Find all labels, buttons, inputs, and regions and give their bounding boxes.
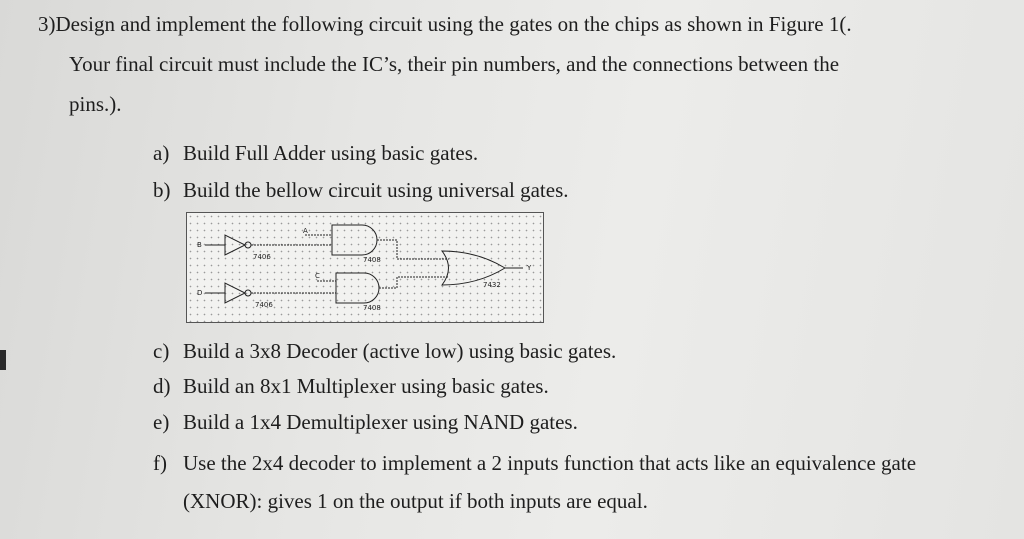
item-e-text: Build a 1x4 Demultiplexer using NAND gat… bbox=[183, 410, 578, 434]
item-b-text: Build the bellow circuit using universal… bbox=[183, 178, 569, 202]
item-b: b) Build the bellow circuit using univers… bbox=[153, 180, 569, 201]
item-c-letter: c) bbox=[153, 339, 170, 363]
item-f-continued: (XNOR): gives 1 on the output if both in… bbox=[183, 491, 648, 512]
item-f-text-2: (XNOR): gives 1 on the output if both in… bbox=[183, 489, 648, 513]
and-gate-top bbox=[331, 224, 378, 256]
item-e: e) Build a 1x4 Demultiplexer using NAND g… bbox=[153, 412, 578, 433]
item-a-text: Build Full Adder using basic gates. bbox=[183, 141, 479, 165]
item-b-letter: b) bbox=[153, 178, 171, 202]
question-line-2: Your final circuit must include the IC’s… bbox=[69, 54, 839, 75]
output-y-label: Y bbox=[526, 264, 532, 272]
input-b-label: B bbox=[197, 241, 202, 249]
chip-and-top-label: 7408 bbox=[363, 256, 381, 264]
chip-and-bottom-label: 7408 bbox=[363, 304, 381, 312]
chip-or-label: 7432 bbox=[483, 281, 501, 289]
not-gate-bottom bbox=[224, 282, 247, 304]
wire-and-top-out bbox=[377, 239, 449, 260]
input-a-label: A bbox=[303, 227, 308, 235]
input-c-label: C bbox=[315, 272, 320, 280]
item-d: d) Build an 8x1 Multiplexer using basic g… bbox=[153, 376, 549, 397]
chip-not-top-label: 7406 bbox=[253, 253, 271, 261]
item-f-letter: f) bbox=[153, 451, 167, 475]
circuit-svg: B 7406 A 7408 7432 Y C D bbox=[197, 224, 532, 312]
not-gate-top bbox=[224, 234, 247, 256]
question-intro-3: pins.). bbox=[69, 92, 122, 116]
item-c: c) Build a 3x8 Decoder (active low) using… bbox=[153, 341, 616, 362]
question-intro-2: Your final circuit must include the IC’s… bbox=[69, 52, 840, 76]
question-line-3: pins.). bbox=[69, 94, 122, 115]
page-edge-mark bbox=[0, 350, 6, 370]
item-d-letter: d) bbox=[153, 374, 171, 398]
item-e-letter: e) bbox=[153, 410, 170, 434]
item-a-letter: a) bbox=[153, 141, 170, 165]
item-f-text: Use the 2x4 decoder to implement a 2 inp… bbox=[183, 451, 917, 475]
chip-not-bottom-label: 7406 bbox=[255, 301, 273, 309]
item-a: a) Build Full Adder using basic gates. bbox=[153, 143, 478, 164]
input-d-label: D bbox=[197, 289, 202, 297]
question-intro-1: Design and implement the following circu… bbox=[55, 12, 852, 36]
wire-and-bottom-out bbox=[379, 276, 449, 289]
item-f: f) Use the 2x4 decoder to implement a 2 i… bbox=[153, 453, 916, 474]
or-gate bbox=[440, 250, 506, 286]
item-c-text: Build a 3x8 Decoder (active low) using b… bbox=[183, 339, 617, 363]
and-gate-bottom bbox=[335, 272, 380, 304]
item-d-text: Build an 8x1 Multiplexer using basic gat… bbox=[183, 374, 549, 398]
question-number: 3) bbox=[38, 12, 56, 36]
question-line-1: 3)Design and implement the following cir… bbox=[38, 14, 852, 35]
circuit-diagram: B 7406 A 7408 7432 Y C D bbox=[186, 212, 544, 323]
